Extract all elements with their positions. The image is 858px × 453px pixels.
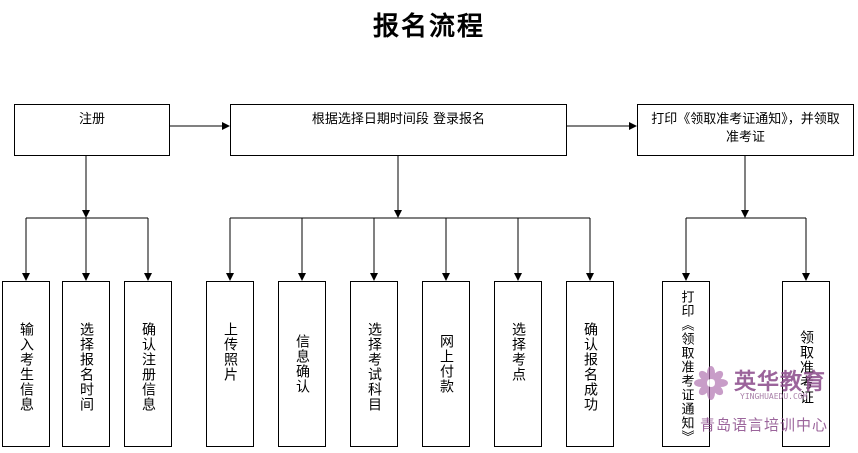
- substep-confirm-success: 确认报名成功: [566, 281, 614, 447]
- substep-confirm-register: 确认注册信息: [124, 281, 172, 447]
- substep-choose-time: 选择报名时间: [62, 281, 110, 447]
- step-register-label: 注册: [78, 112, 105, 127]
- watermark-url: YINGHUAEDU.COM: [740, 392, 808, 401]
- flower-logo-icon: [694, 366, 728, 400]
- step-choose-period-label: 根据选择日期时间段 登录报名: [311, 112, 486, 127]
- substep-online-payment: 网上付款: [422, 281, 470, 447]
- substep-print-notice: 打印《领取准考证通知》: [662, 281, 710, 447]
- substep-confirm-info: 信息确认: [278, 281, 326, 447]
- substep-choose-venue-label: 选择考点: [510, 322, 526, 382]
- substep-print-notice-label: 打印《领取准考证通知》: [678, 290, 694, 444]
- step-print-ticket: 打印《领取准考证通知》，并领取准考证: [637, 104, 854, 156]
- substep-input-info: 输入考生信息: [2, 281, 50, 447]
- substep-choose-venue: 选择考点: [494, 281, 542, 447]
- substep-upload-photo: 上传照片: [206, 281, 254, 447]
- step-print-ticket-label: 打印《领取准考证通知》，并领取准考证: [651, 112, 840, 145]
- substep-choose-subject: 选择考试科目: [350, 281, 398, 447]
- substep-confirm-success-label: 确认报名成功: [582, 322, 598, 412]
- substep-choose-time-label: 选择报名时间: [78, 322, 94, 412]
- substep-collect-ticket-label: 领取准考证: [798, 330, 814, 405]
- substep-input-info-label: 输入考生信息: [18, 322, 34, 412]
- page-title: 报名流程: [372, 12, 485, 42]
- substep-confirm-register-label: 确认注册信息: [140, 322, 156, 412]
- substep-choose-subject-label: 选择考试科目: [366, 322, 382, 412]
- watermark-brand: 英华教育: [734, 370, 827, 395]
- substep-confirm-info-label: 信息确认: [294, 334, 310, 394]
- step-choose-period: 根据选择日期时间段 登录报名: [230, 104, 567, 156]
- substep-upload-photo-label: 上传照片: [222, 322, 238, 382]
- substep-online-payment-label: 网上付款: [438, 334, 454, 394]
- step-register: 注册: [14, 104, 170, 156]
- watermark: 英华教育 YINGHUAEDU.COM 青岛语言培训中心: [694, 364, 858, 434]
- watermark-subtitle: 青岛语言培训中心: [700, 416, 829, 434]
- substep-collect-ticket: 领取准考证: [782, 281, 830, 447]
